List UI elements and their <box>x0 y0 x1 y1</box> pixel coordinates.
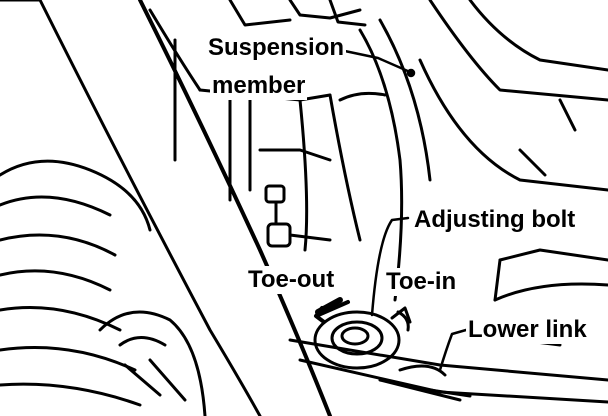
leader-lower-link <box>438 328 468 372</box>
suspension-member-label-line1: Suspension <box>206 34 347 62</box>
lower-link <box>288 338 608 404</box>
leader-suspension <box>338 48 412 74</box>
suspension-member-label-line2: member <box>210 72 308 100</box>
direction-arrows <box>314 300 410 332</box>
adjusting-bolt-label: Adjusting bolt <box>412 206 578 234</box>
toe-in-arrow-icon <box>396 310 410 332</box>
leader-adjusting-bolt <box>370 216 410 317</box>
leader-suspension-dot <box>406 68 416 78</box>
suspension-member <box>148 0 432 302</box>
toe-out-label: Toe-out <box>246 266 337 294</box>
body-panels-right <box>418 0 608 347</box>
tire-outline <box>0 159 207 416</box>
fender-panel <box>0 0 332 416</box>
lower-link-label: Lower link <box>466 316 589 344</box>
toe-in-label: Toe-in <box>384 268 459 296</box>
toe-out-arrow-icon <box>314 300 350 324</box>
leader-lines <box>338 48 468 372</box>
